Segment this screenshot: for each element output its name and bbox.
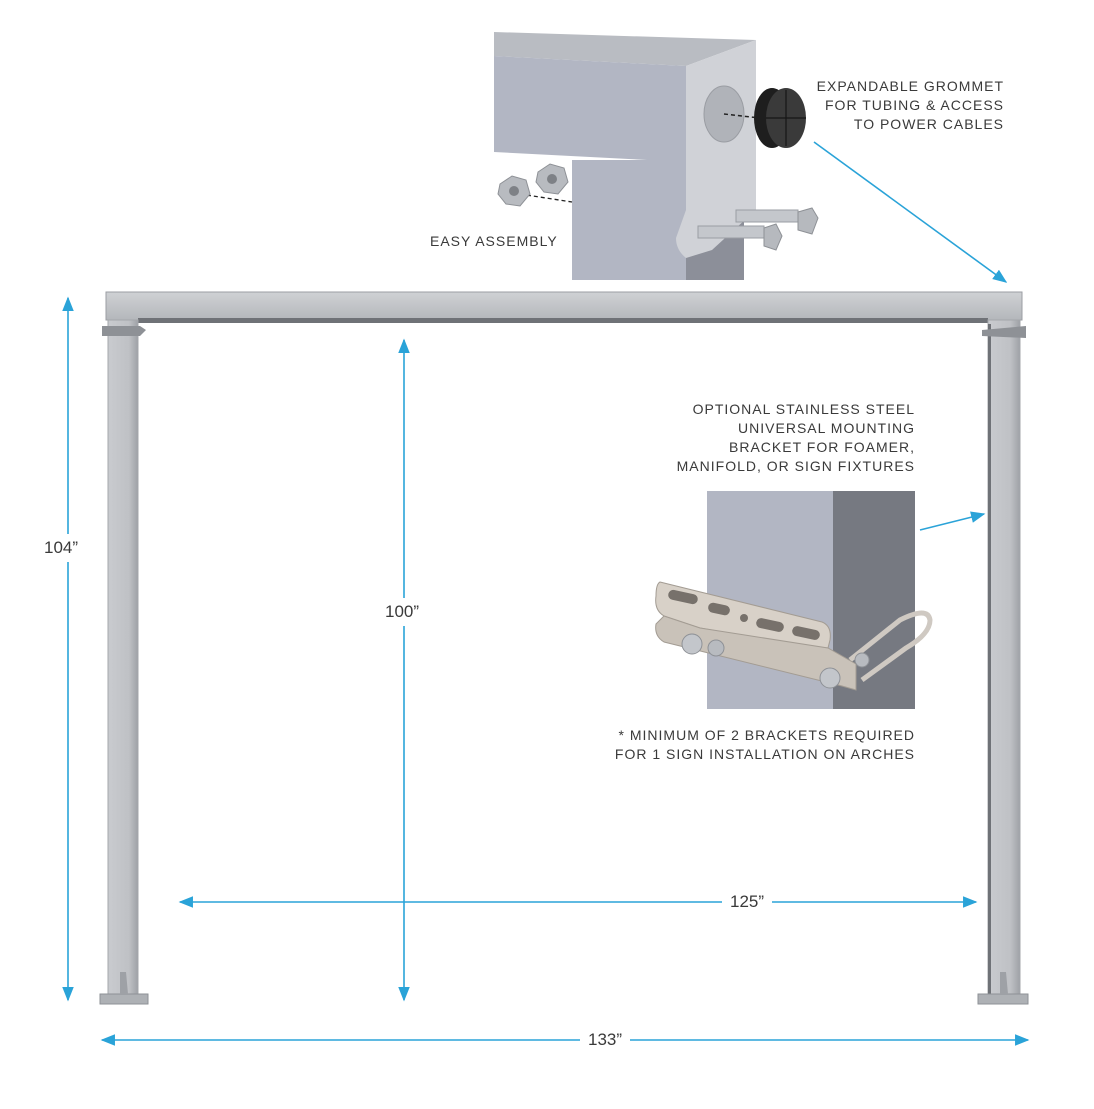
grommet-callout-line-2: FOR TUBING & ACCESS xyxy=(825,97,1004,113)
right-gusset xyxy=(1000,972,1008,994)
nut-2-hole xyxy=(547,174,557,184)
bracket-note-line-1: * MINIMUM OF 2 BRACKETS REQUIRED xyxy=(618,727,915,743)
clear-width-label: 125” xyxy=(722,892,773,912)
plate-slot-3 xyxy=(756,618,784,632)
bracket-pointer-arrow xyxy=(919,511,986,531)
detail-beam-top xyxy=(494,32,756,66)
bracket-nut-right-2 xyxy=(854,652,870,668)
assembly-callout-line-1: EASY ASSEMBLY xyxy=(430,233,558,249)
overall-width-label: 133” xyxy=(580,1030,631,1050)
right-joint-plate xyxy=(982,326,1026,338)
bolts xyxy=(697,207,819,251)
plate-slot-2 xyxy=(708,602,730,616)
clear-height-label: 100” xyxy=(381,598,424,626)
right-post xyxy=(987,319,1021,997)
left-post xyxy=(107,319,139,997)
bracket-callout-line-3: BRACKET FOR FOAMER, xyxy=(729,439,915,455)
right-base-plate xyxy=(977,993,1029,1005)
grommet xyxy=(754,88,806,148)
mounting-plate-flange xyxy=(655,615,857,691)
detail-beam-side xyxy=(494,56,686,162)
nut-1-hole xyxy=(509,186,519,196)
grommet-callout-line-3: TO POWER CABLES xyxy=(853,116,1004,132)
bracket-note-line-2: FOR 1 SIGN INSTALLATION ON ARCHES xyxy=(614,746,915,762)
bolt-1-shaft xyxy=(735,209,799,223)
top-beam-underside xyxy=(138,318,988,323)
bracket-callout-line-1: OPTIONAL STAINLESS STEEL xyxy=(692,401,915,417)
bolt-2-shaft xyxy=(697,225,765,239)
nuts xyxy=(497,163,573,207)
grommet-callout: EXPANDABLE GROMMET FOR TUBING & ACCESS T… xyxy=(817,77,1004,134)
bracket-nut-left xyxy=(681,633,703,655)
bracket-nut-right xyxy=(819,667,841,689)
left-joint-plate xyxy=(102,326,146,336)
right-post-inner-edge xyxy=(988,324,991,994)
bolt-1-head xyxy=(797,207,819,235)
grommet-slot xyxy=(766,90,806,146)
bracket-callout: OPTIONAL STAINLESS STEEL UNIVERSAL MOUNT… xyxy=(677,400,915,476)
bracket-detail xyxy=(655,491,933,709)
bolt-2-head xyxy=(763,223,783,251)
joint-detail xyxy=(494,32,819,280)
plate-hole xyxy=(740,614,748,622)
left-base-plate xyxy=(99,993,149,1005)
grommet-pointer-arrow xyxy=(813,141,1008,283)
plate-slot-4 xyxy=(792,626,820,640)
arch-frame xyxy=(99,291,1029,1005)
bracket-nut-left-2 xyxy=(707,639,725,657)
u-bolt xyxy=(848,610,933,683)
grommet-guide-line xyxy=(723,113,761,119)
detail-post-front xyxy=(572,160,686,280)
bracket-callout-line-2: UNIVERSAL MOUNTING xyxy=(738,420,915,436)
top-beam xyxy=(105,291,1023,321)
bracket-callout-line-4: MANIFOLD, OR SIGN FIXTURES xyxy=(676,458,915,474)
overall-height-label: 104” xyxy=(42,534,81,562)
left-gusset xyxy=(120,972,128,994)
grommet-callout-line-1: EXPANDABLE GROMMET xyxy=(816,78,1004,94)
bracket-note: * MINIMUM OF 2 BRACKETS REQUIRED FOR 1 S… xyxy=(615,726,915,764)
plate-slot-1 xyxy=(668,589,698,605)
assembly-callout: EASY ASSEMBLY xyxy=(430,232,558,251)
